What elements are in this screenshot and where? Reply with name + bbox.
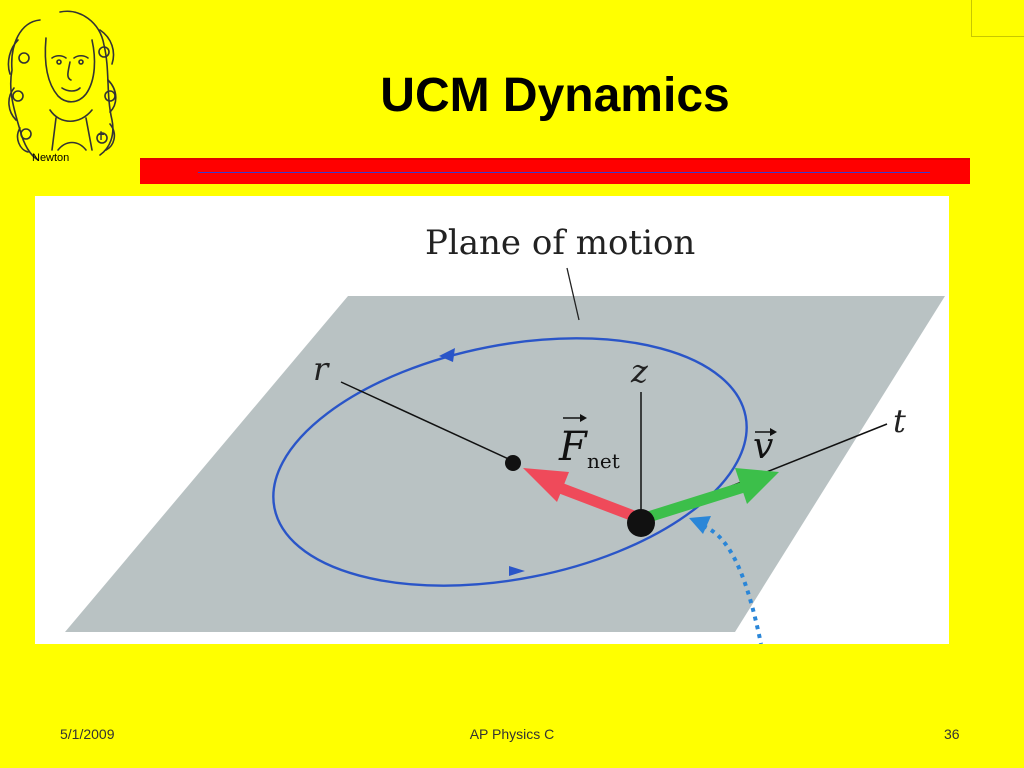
velocity-symbol: v bbox=[753, 426, 773, 467]
footer-page-number: 36 bbox=[944, 726, 960, 742]
r-axis-line bbox=[340, 381, 514, 462]
seal-glyph: ✝ bbox=[96, 129, 106, 143]
net-force-arrow-shaft bbox=[553, 480, 641, 524]
t-axis-label: t bbox=[893, 402, 906, 440]
orbit-direction-arrow-top bbox=[439, 348, 455, 362]
newton-portrait-icon: ✝ bbox=[7, 10, 117, 161]
velocity-arrow-head bbox=[735, 468, 779, 504]
footer-date: 5/1/2009 bbox=[60, 726, 115, 742]
slide-title: UCM Dynamics bbox=[380, 69, 730, 122]
plane-label-pointer bbox=[566, 267, 580, 321]
approach-path-arrowhead bbox=[689, 516, 711, 534]
footer-course: AP Physics C bbox=[469, 726, 555, 742]
net-force-arrow-head bbox=[523, 468, 569, 502]
velocity-vector-accent-tip bbox=[770, 428, 777, 436]
title-underline-bar bbox=[140, 158, 970, 184]
ucm-diagram: Plane of motion r z t F net v bbox=[35, 196, 949, 644]
corner-frame bbox=[971, 0, 1024, 37]
plane-label: Plane of motion bbox=[425, 223, 695, 263]
orbit-center-point bbox=[505, 455, 521, 471]
net-force-subscript: net bbox=[587, 449, 620, 473]
orbit-direction-arrow-bottom bbox=[509, 566, 525, 576]
newton-logo: ✝ Newton bbox=[0, 0, 130, 178]
z-axis-label: z bbox=[630, 352, 649, 390]
net-force-symbol: F bbox=[558, 424, 588, 470]
title-underline-rule bbox=[198, 172, 930, 173]
logo-caption: Newton bbox=[32, 152, 70, 164]
force-vector-accent-tip bbox=[580, 414, 587, 422]
circular-orbit bbox=[272, 337, 748, 587]
approach-path bbox=[702, 524, 763, 644]
velocity-arrow-shaft bbox=[643, 480, 749, 524]
particle bbox=[627, 509, 655, 537]
r-axis-label: r bbox=[313, 350, 330, 388]
